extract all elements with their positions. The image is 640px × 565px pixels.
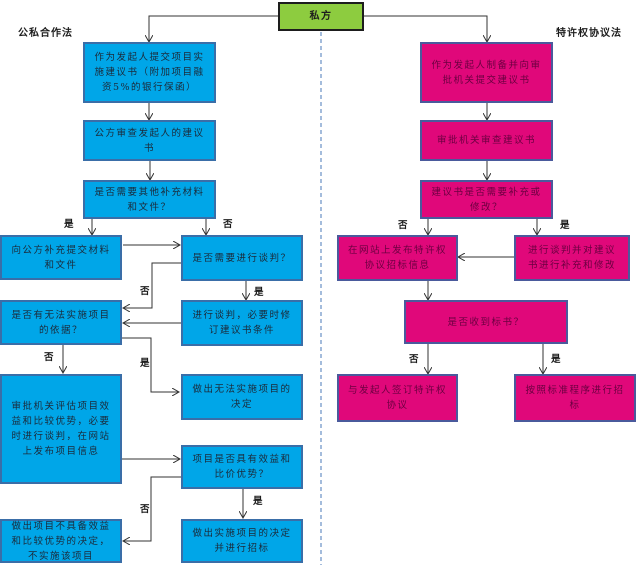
edge-start-left [149,15,278,42]
node-text: 审批机关评估项目效益和比较优势，必要时进行谈判，在网站上发布项目信息 [11,401,111,457]
node-text: 在网站上发布特许权协议招标信息 [347,245,447,271]
node-text: 进行谈判，必要时修订建议书条件 [192,310,292,336]
edge-label-yes: 是 [253,496,264,507]
node-decide-implement: 做出实施项目的决定并进行招标 [181,519,303,563]
node-public-review: 公方审查发起人的建议书 [83,120,216,161]
node-text: 是否有无法实施项目的依据？ [11,309,111,336]
node-supply-docs: 向公方补充提交材料和文件 [0,235,122,280]
node-text: 建议书是否需要补充或修改？ [431,186,542,213]
node-need-changes-decision: 建议书是否需要补充或修改？ [420,180,553,219]
node-text: 是否需要其他补充材料和文件？ [94,186,205,213]
node-evaluate-project: 审批机关评估项目效益和比较优势，必要时进行谈判，在网站上发布项目信息 [0,374,122,484]
node-text: 进行谈判并对建议书进行补充和修改 [527,245,616,271]
node-text: 做出无法实施项目的决定 [192,384,292,410]
node-negotiate-modify: 进行谈判并对建议书进行补充和修改 [514,235,630,281]
edge-label-no: 否 [140,286,151,297]
node-text: 审批机关审查建议书 [436,135,536,146]
edge-label-yes: 是 [254,287,265,298]
node-text: 作为发起人制备并向审批机关提交建议书 [431,59,542,86]
edge-l5-no [123,262,181,308]
node-standard-tender: 按照标准程序进行招标 [514,374,636,422]
node-decide-no-benefit: 做出项目不具备效益和比较优势的决定，不实施该项目 [0,519,122,563]
node-authority-review: 审批机关审查建议书 [420,120,553,161]
node-text: 做出项目不具备效益和比较优势的决定，不实施该项目 [11,520,111,562]
start-node-private-party: 私方 [278,2,364,31]
node-submit-proposal: 作为发起人提交项目实施建议书（附加项目融资5%的银行保函） [83,42,216,103]
node-negotiate: 进行谈判，必要时修订建议书条件 [181,300,303,346]
node-bids-received-decision: 是否收到标书？ [404,300,568,344]
right-section-title: 特许权协议法 [556,28,622,39]
node-text: 按照标准程序进行招标 [525,385,625,411]
node-text: 公方审查发起人的建议书 [94,127,205,154]
edge-label-yes: 是 [560,220,571,231]
start-node-label: 私方 [309,11,333,22]
node-text: 作为发起人提交项目实施建议书（附加项目融资5%的银行保函） [94,52,205,93]
edge-label-no: 否 [409,354,420,365]
node-publish-tender: 在网站上发布特许权协议招标信息 [337,235,458,281]
node-text: 与发起人签订特许权协议 [347,385,447,411]
edge-label-yes: 是 [64,219,75,230]
edge-label-yes: 是 [140,358,151,369]
node-need-docs-decision: 是否需要其他补充材料和文件？ [83,180,216,219]
node-prepare-proposal: 作为发起人制备并向审批机关提交建议书 [420,42,553,103]
edge-start-right [364,15,487,42]
node-sign-agreement: 与发起人签订特许权协议 [337,374,458,422]
node-text: 是否需要进行谈判？ [192,252,292,264]
node-need-negotiation-decision: 是否需要进行谈判？ [181,235,303,281]
node-text: 项目是否具有效益和比价优势？ [192,454,292,480]
node-infeasible-grounds-decision: 是否有无法实施项目的依据？ [0,300,122,345]
node-decide-infeasible: 做出无法实施项目的决定 [181,374,303,420]
edge-l9-no [123,476,181,541]
node-text: 做出实施项目的决定并进行招标 [192,528,292,554]
left-section-title: 公私合作法 [18,28,73,39]
edge-label-no: 否 [398,220,409,231]
edge-label-no: 否 [44,352,55,363]
edge-label-yes: 是 [551,354,562,365]
edge-label-no: 否 [223,219,234,230]
edge-label-no: 否 [140,504,151,515]
node-has-benefit-decision: 项目是否具有效益和比价优势？ [181,445,303,489]
node-text: 是否收到标书？ [447,316,525,328]
node-text: 向公方补充提交材料和文件 [11,244,111,271]
